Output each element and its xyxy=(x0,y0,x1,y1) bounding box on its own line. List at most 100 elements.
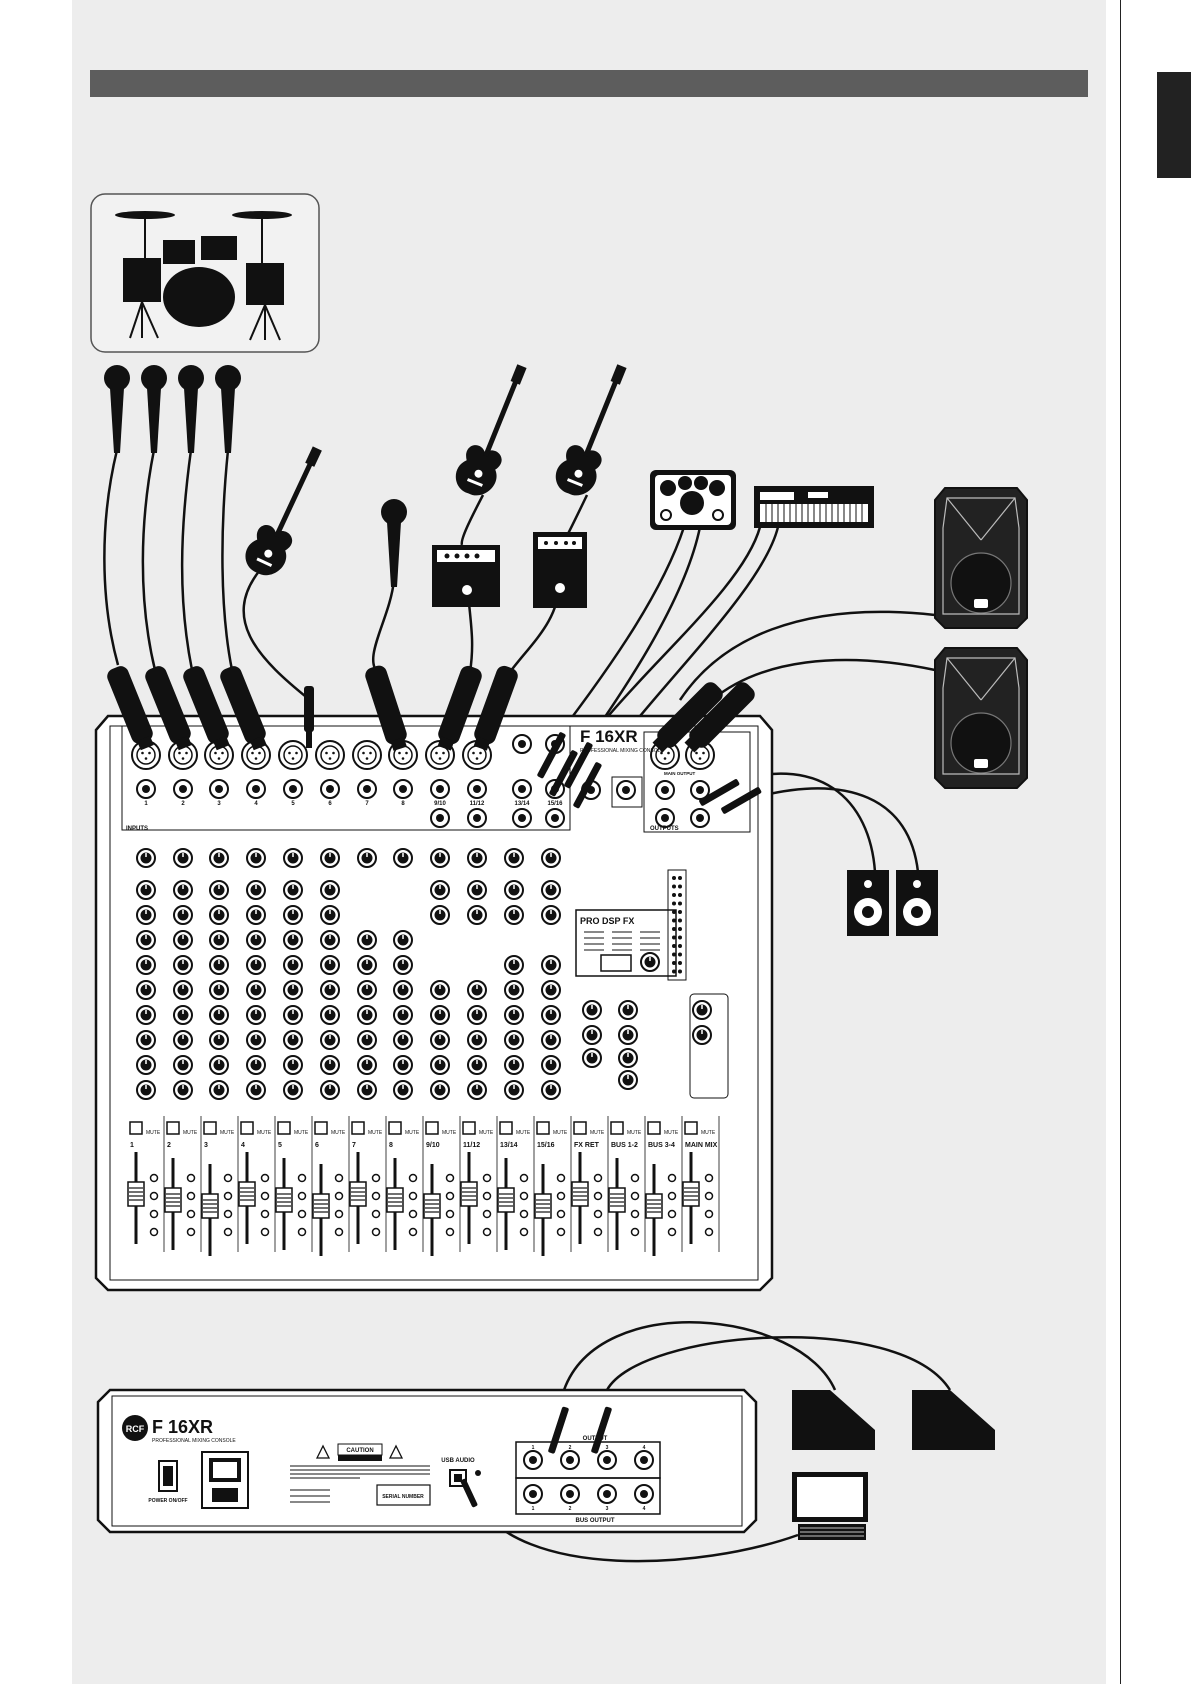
channel-knob[interactable] xyxy=(504,955,524,975)
channel-knob[interactable] xyxy=(393,848,413,868)
channel-knob[interactable] xyxy=(246,905,266,925)
channel-knob[interactable] xyxy=(209,1030,229,1050)
mute-button[interactable] xyxy=(684,1121,698,1135)
assign-switch[interactable] xyxy=(334,1173,344,1183)
channel-knob[interactable] xyxy=(283,1055,303,1075)
mute-button[interactable] xyxy=(425,1121,439,1135)
channel-knob[interactable] xyxy=(320,848,340,868)
channel-knob[interactable] xyxy=(430,880,450,900)
assign-switch[interactable] xyxy=(334,1209,344,1219)
channel-knob[interactable] xyxy=(393,1030,413,1050)
mute-button[interactable] xyxy=(573,1121,587,1135)
assign-switch[interactable] xyxy=(667,1191,677,1201)
channel-knob[interactable] xyxy=(283,905,303,925)
channel-knob[interactable] xyxy=(357,955,377,975)
assign-switch[interactable] xyxy=(482,1173,492,1183)
assign-switch[interactable] xyxy=(556,1209,566,1219)
channel-knob[interactable] xyxy=(136,1080,156,1100)
assign-switch[interactable] xyxy=(297,1227,307,1237)
channel-knob[interactable] xyxy=(320,905,340,925)
channel-knob[interactable] xyxy=(430,980,450,1000)
assign-switch[interactable] xyxy=(334,1227,344,1237)
channel-knob[interactable] xyxy=(541,1080,561,1100)
channel-knob[interactable] xyxy=(246,930,266,950)
assign-switch[interactable] xyxy=(371,1173,381,1183)
channel-knob[interactable] xyxy=(136,905,156,925)
assign-switch[interactable] xyxy=(482,1209,492,1219)
mute-button[interactable] xyxy=(647,1121,661,1135)
channel-knob[interactable] xyxy=(173,980,193,1000)
channel-knob[interactable] xyxy=(136,848,156,868)
channel-knob[interactable] xyxy=(209,955,229,975)
assign-switch[interactable] xyxy=(186,1209,196,1219)
mute-button[interactable] xyxy=(351,1121,365,1135)
assign-switch[interactable] xyxy=(149,1209,159,1219)
channel-knob[interactable] xyxy=(246,880,266,900)
assign-switch[interactable] xyxy=(223,1173,233,1183)
mute-button[interactable] xyxy=(314,1121,328,1135)
channel-knob[interactable] xyxy=(246,1030,266,1050)
mute-button[interactable] xyxy=(166,1121,180,1135)
mute-button[interactable] xyxy=(388,1121,402,1135)
channel-knob[interactable] xyxy=(283,930,303,950)
channel-knob[interactable] xyxy=(393,1005,413,1025)
channel-knob[interactable] xyxy=(541,848,561,868)
channel-knob[interactable] xyxy=(209,848,229,868)
channel-knob[interactable] xyxy=(209,1005,229,1025)
assign-switch[interactable] xyxy=(297,1173,307,1183)
channel-knob[interactable] xyxy=(283,848,303,868)
channel-knob[interactable] xyxy=(209,1055,229,1075)
assign-switch[interactable] xyxy=(260,1227,270,1237)
channel-knob[interactable] xyxy=(393,930,413,950)
channel-knob[interactable] xyxy=(467,1080,487,1100)
assign-switch[interactable] xyxy=(630,1227,640,1237)
assign-switch[interactable] xyxy=(149,1173,159,1183)
channel-knob[interactable] xyxy=(430,1030,450,1050)
channel-knob[interactable] xyxy=(430,848,450,868)
assign-switch[interactable] xyxy=(260,1191,270,1201)
assign-switch[interactable] xyxy=(186,1173,196,1183)
channel-knob[interactable] xyxy=(504,980,524,1000)
channel-knob[interactable] xyxy=(541,905,561,925)
channel-knob[interactable] xyxy=(173,880,193,900)
channel-knob[interactable] xyxy=(136,1005,156,1025)
mute-button[interactable] xyxy=(462,1121,476,1135)
mute-button[interactable] xyxy=(499,1121,513,1135)
channel-knob[interactable] xyxy=(357,848,377,868)
channel-knob[interactable] xyxy=(173,905,193,925)
channel-knob[interactable] xyxy=(246,1080,266,1100)
channel-knob[interactable] xyxy=(430,1055,450,1075)
assign-switch[interactable] xyxy=(371,1209,381,1219)
channel-knob[interactable] xyxy=(430,1005,450,1025)
channel-knob[interactable] xyxy=(209,1080,229,1100)
channel-knob[interactable] xyxy=(209,905,229,925)
mute-button[interactable] xyxy=(203,1121,217,1135)
assign-switch[interactable] xyxy=(630,1191,640,1201)
channel-knob[interactable] xyxy=(541,1005,561,1025)
channel-knob[interactable] xyxy=(320,980,340,1000)
assign-switch[interactable] xyxy=(704,1173,714,1183)
assign-switch[interactable] xyxy=(260,1173,270,1183)
channel-knob[interactable] xyxy=(430,1080,450,1100)
channel-knob[interactable] xyxy=(393,980,413,1000)
mute-button[interactable] xyxy=(240,1121,254,1135)
channel-knob[interactable] xyxy=(136,930,156,950)
channel-knob[interactable] xyxy=(136,955,156,975)
channel-knob[interactable] xyxy=(136,980,156,1000)
channel-knob[interactable] xyxy=(209,880,229,900)
assign-switch[interactable] xyxy=(445,1173,455,1183)
assign-switch[interactable] xyxy=(223,1191,233,1201)
channel-knob[interactable] xyxy=(541,880,561,900)
assign-switch[interactable] xyxy=(519,1191,529,1201)
channel-knob[interactable] xyxy=(393,1080,413,1100)
channel-knob[interactable] xyxy=(136,1030,156,1050)
assign-switch[interactable] xyxy=(297,1191,307,1201)
assign-switch[interactable] xyxy=(371,1227,381,1237)
assign-switch[interactable] xyxy=(556,1173,566,1183)
channel-knob[interactable] xyxy=(246,848,266,868)
assign-switch[interactable] xyxy=(297,1209,307,1219)
mute-button[interactable] xyxy=(536,1121,550,1135)
channel-knob[interactable] xyxy=(467,880,487,900)
channel-knob[interactable] xyxy=(283,1080,303,1100)
channel-knob[interactable] xyxy=(173,1005,193,1025)
